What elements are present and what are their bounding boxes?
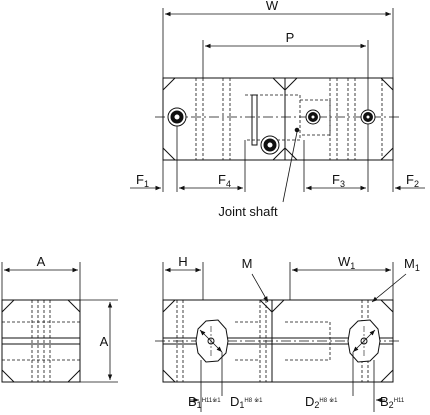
front-view bbox=[155, 299, 400, 383]
label-A-top: A bbox=[37, 254, 46, 269]
label-joint-shaft: Joint shaft bbox=[218, 204, 278, 219]
dimension-D1-diag bbox=[199, 329, 223, 353]
front-view-dimensions bbox=[162, 262, 407, 412]
label-F4: F4 bbox=[218, 172, 231, 189]
front-view-chamfers bbox=[162, 299, 394, 383]
joint-shaft-leader bbox=[282, 131, 298, 203]
top-view-screw-left bbox=[167, 107, 187, 127]
end-view-slit bbox=[1, 337, 81, 345]
top-view-shaft-dot bbox=[294, 127, 300, 133]
label-D2: D2H8※1 bbox=[305, 394, 338, 410]
label-H: H bbox=[178, 254, 187, 269]
top-view-screw-right bbox=[360, 109, 376, 125]
front-view-center-chamfer bbox=[259, 299, 285, 313]
top-view bbox=[155, 77, 400, 161]
top-view-body bbox=[162, 77, 394, 161]
label-F1: F1 bbox=[136, 172, 149, 189]
end-view-dimensions bbox=[1, 262, 118, 383]
front-view-bore-left bbox=[195, 319, 229, 363]
label-B1: B1H11※1 bbox=[188, 394, 221, 410]
label-F2: F2 bbox=[406, 172, 419, 189]
top-view-joint-pin bbox=[305, 109, 321, 125]
label-F3: F3 bbox=[332, 172, 345, 189]
end-view-hidden-lines bbox=[2, 300, 80, 382]
top-view-dimensions bbox=[130, 8, 425, 203]
label-B2: B2H11 bbox=[380, 394, 405, 410]
label-M1: M1 bbox=[404, 256, 420, 273]
label-W: W bbox=[266, 0, 279, 13]
label-D1: D1H8※1 bbox=[230, 394, 263, 410]
top-view-center-chamfers bbox=[272, 77, 298, 161]
label-M: M bbox=[242, 256, 253, 271]
label-P: P bbox=[286, 30, 295, 45]
leader-M1 bbox=[371, 273, 407, 303]
end-view bbox=[1, 299, 81, 383]
top-view-hidden-lines bbox=[195, 78, 383, 160]
leader-M bbox=[251, 273, 269, 303]
top-view-shaft-slot bbox=[251, 94, 258, 146]
end-view-chamfers bbox=[1, 299, 81, 383]
dimension-D2-diag bbox=[352, 329, 376, 353]
label-W1: W1 bbox=[338, 254, 355, 271]
label-A-side: A bbox=[100, 334, 109, 349]
top-view-screw-center bbox=[260, 135, 280, 155]
top-view-chamfers bbox=[162, 77, 394, 161]
